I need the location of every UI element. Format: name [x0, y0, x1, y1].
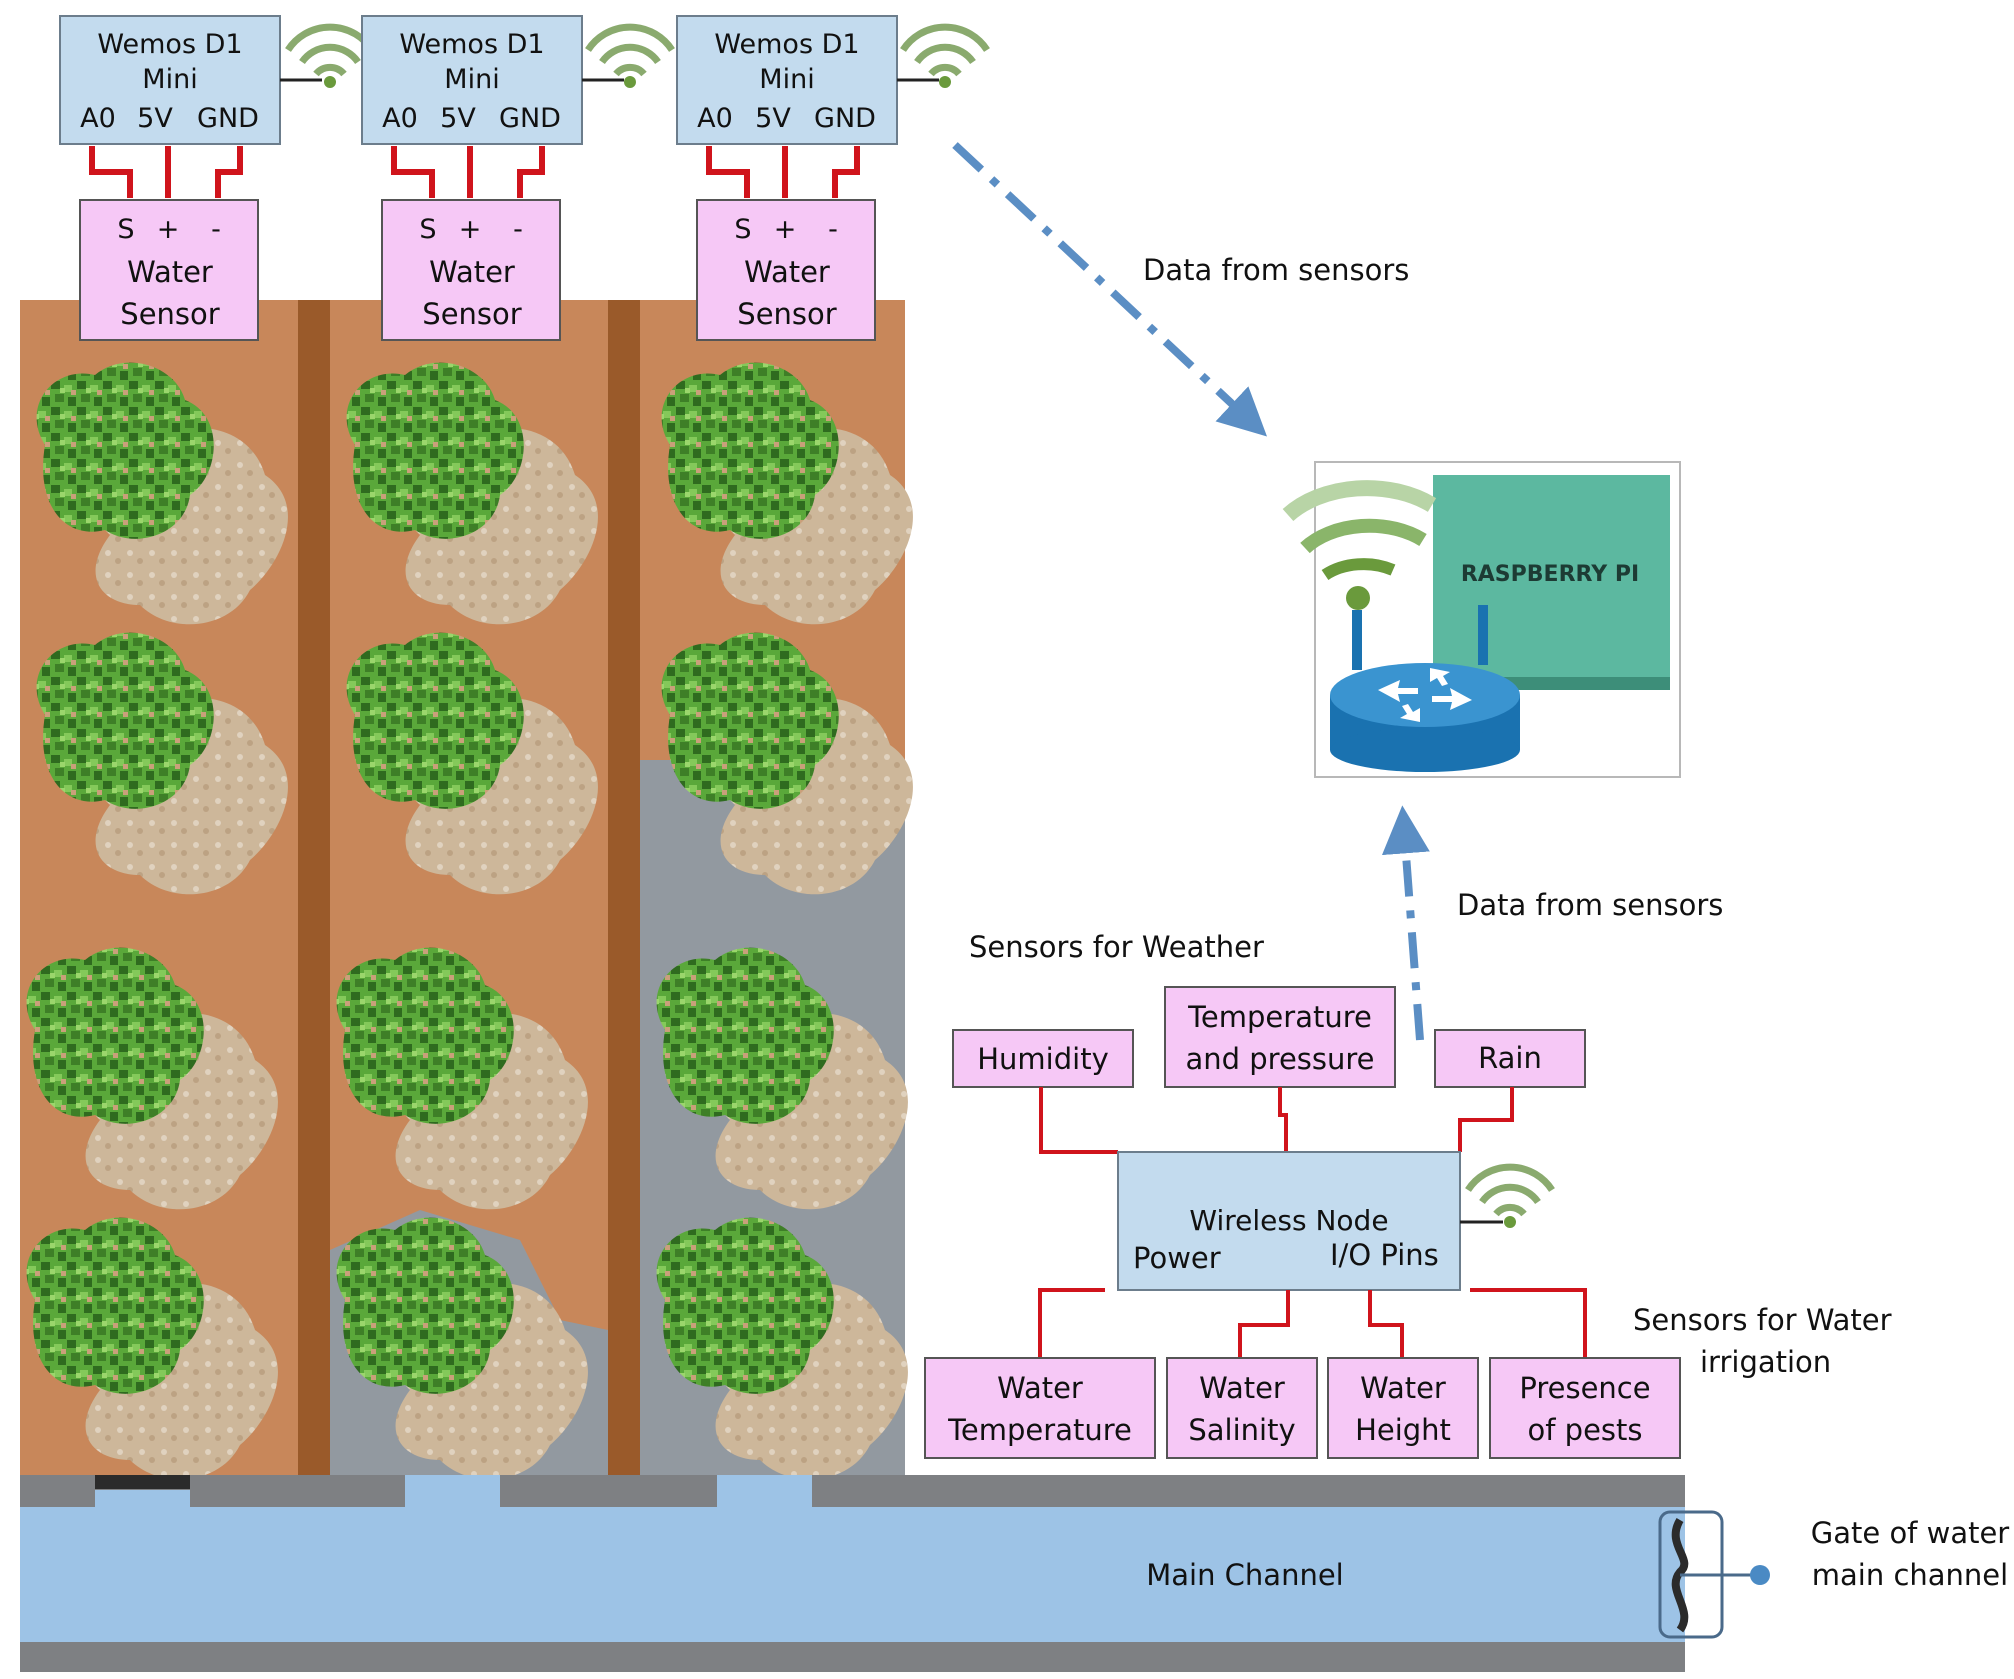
data-from-sensors-label-bottom: Data from sensors [1457, 888, 1723, 922]
gate-pointer-dot [1750, 1565, 1770, 1585]
pin-plus: + [774, 214, 797, 245]
sensors-for-weather-label: Sensors for Weather [969, 930, 1264, 964]
sensors-for-water-label-line2: irrigation [1700, 1345, 1831, 1379]
water-height-sensor: Water Height [1327, 1357, 1479, 1459]
temperature-pressure-sensor: Temperature and pressure [1164, 986, 1396, 1088]
wemos-module-3: Wemos D1 Mini A0 5V GND [676, 15, 898, 145]
data-from-sensors-label-top: Data from sensors [1143, 253, 1409, 287]
sensors-for-water-label-line1: Sensors for Water [1633, 1303, 1892, 1337]
gateway-wifi-dot [1346, 586, 1370, 610]
channel-opening-3 [717, 1475, 812, 1510]
sensor-label: Sensor [120, 297, 219, 331]
temperature-label: Temperature [1187, 1000, 1372, 1034]
main-channel-label: Main Channel [1146, 1558, 1344, 1592]
pin-minus: - [211, 214, 221, 245]
wemos-title: Wemos D1 [97, 29, 242, 60]
channel-bank-bottom [20, 1642, 1685, 1672]
router-arrows-icon [1378, 668, 1472, 722]
router-antenna [1352, 610, 1362, 670]
raspberry-pi-label: RASPBERRY PI [1461, 562, 1639, 587]
pin-5v: 5V [755, 103, 791, 134]
wires [706, 146, 860, 198]
water-gate-icon [1671, 1517, 1689, 1633]
gateway-wifi-arc-2 [1300, 518, 1427, 554]
wireless-node: Wireless Node Power I/O Pins [1117, 1151, 1461, 1291]
pin-5v: 5V [137, 103, 173, 134]
pin-plus: + [459, 214, 482, 245]
wemos-subtitle: Mini [142, 64, 197, 95]
rain-sensor: Rain [1434, 1029, 1586, 1088]
plot-divider-2 [608, 300, 640, 1475]
wires [391, 146, 545, 198]
plot-divider-1 [298, 300, 330, 1475]
gateway-wifi-arc-3 [1321, 558, 1396, 581]
wemos-subtitle: Mini [759, 64, 814, 95]
sensor-label: Sensor [422, 297, 521, 331]
weather-wires [1039, 1087, 1514, 1154]
gate-label-line2: main channel [1812, 1558, 2008, 1592]
presence-of-pests-label: Presence [1519, 1371, 1650, 1405]
pin-s: S [419, 214, 436, 245]
water-height-label: Height [1355, 1413, 1451, 1447]
presence-of-pests-sensor: Presence of pests [1489, 1357, 1681, 1459]
pin-a0: A0 [382, 103, 418, 134]
water-sensor-2: S + - Water Sensor [381, 199, 561, 341]
channel-gate-bar [95, 1475, 190, 1489]
water-temperature-sensor: Water Temperature [924, 1357, 1156, 1459]
router-antenna [1478, 605, 1488, 665]
wemos-title: Wemos D1 [714, 29, 859, 60]
main-channel-water [20, 1507, 1685, 1642]
pin-gnd: GND [814, 103, 876, 134]
wireless-node-title: Wireless Node [1189, 1204, 1388, 1237]
sensor-label: Sensor [737, 297, 836, 331]
water-sensor-1: S + - Water Sensor [79, 199, 259, 341]
pressure-label: and pressure [1185, 1042, 1374, 1076]
pin-s: S [734, 214, 751, 245]
pin-plus: + [157, 214, 180, 245]
data-arrow-bottom [1381, 805, 1430, 1041]
presence-of-pests-label: of pests [1527, 1413, 1642, 1447]
pin-minus: - [828, 214, 838, 245]
pin-a0: A0 [80, 103, 116, 134]
router-body-bottom [1330, 728, 1520, 772]
irrigation-wires [1038, 1288, 1587, 1358]
humidity-label: Humidity [977, 1042, 1109, 1076]
water-salinity-label: Water [1199, 1371, 1285, 1405]
pin-gnd: GND [499, 103, 561, 134]
water-salinity-label: Salinity [1188, 1413, 1295, 1447]
humidity-sensor: Humidity [952, 1029, 1134, 1088]
channel-opening-1 [95, 1490, 190, 1510]
gateway-image: RASPBERRY PI [1282, 461, 1681, 778]
pin-gnd: GND [197, 103, 259, 134]
wireless-node-power: Power [1133, 1241, 1221, 1275]
sensor-label: Water [127, 255, 213, 289]
gate-label-line1: Gate of water [1811, 1516, 2010, 1550]
pin-a0: A0 [697, 103, 733, 134]
wireless-node-io-pins: I/O Pins [1330, 1238, 1439, 1272]
data-arrow-top [952, 142, 1268, 437]
water-height-label: Water [1360, 1371, 1446, 1405]
sensor-label: Water [429, 255, 515, 289]
router-icon [1330, 663, 1520, 727]
pin-s: S [117, 214, 134, 245]
water-temperature-label: Water [997, 1371, 1083, 1405]
wemos-title: Wemos D1 [399, 29, 544, 60]
wifi-icon [1468, 1167, 1552, 1228]
raspberry-pi-board [1433, 475, 1670, 677]
wemos-subtitle: Mini [444, 64, 499, 95]
channel-opening-2 [405, 1475, 500, 1510]
pin-5v: 5V [440, 103, 476, 134]
gateway-wifi-icon [1282, 480, 1437, 522]
water-temperature-label: Temperature [947, 1413, 1132, 1447]
wemos-module-2: Wemos D1 Mini A0 5V GND [361, 15, 583, 145]
pin-minus: - [513, 214, 523, 245]
sensor-label: Water [744, 255, 830, 289]
water-sensor-3: S + - Water Sensor [696, 199, 876, 341]
rain-label: Rain [1478, 1041, 1542, 1075]
water-salinity-sensor: Water Salinity [1166, 1357, 1318, 1459]
wemos-module-1: Wemos D1 Mini A0 5V GND [59, 15, 281, 145]
channel-bank-top [20, 1475, 1685, 1507]
wires [89, 146, 243, 198]
